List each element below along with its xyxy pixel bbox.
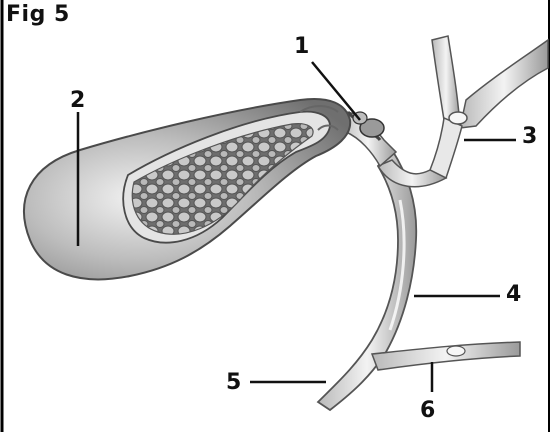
pancreatic-duct bbox=[372, 342, 520, 370]
gallbladder bbox=[24, 99, 350, 279]
label-4: 4 bbox=[506, 282, 521, 307]
label-5: 5 bbox=[226, 370, 241, 395]
label-3: 3 bbox=[522, 124, 537, 149]
common-bile-duct bbox=[318, 150, 446, 410]
hepatic-ducts bbox=[430, 36, 548, 178]
label-6: 6 bbox=[420, 398, 435, 423]
label-1: 1 bbox=[294, 34, 309, 59]
label-2: 2 bbox=[70, 88, 85, 113]
figure-caption: Fig 5 bbox=[6, 2, 70, 27]
